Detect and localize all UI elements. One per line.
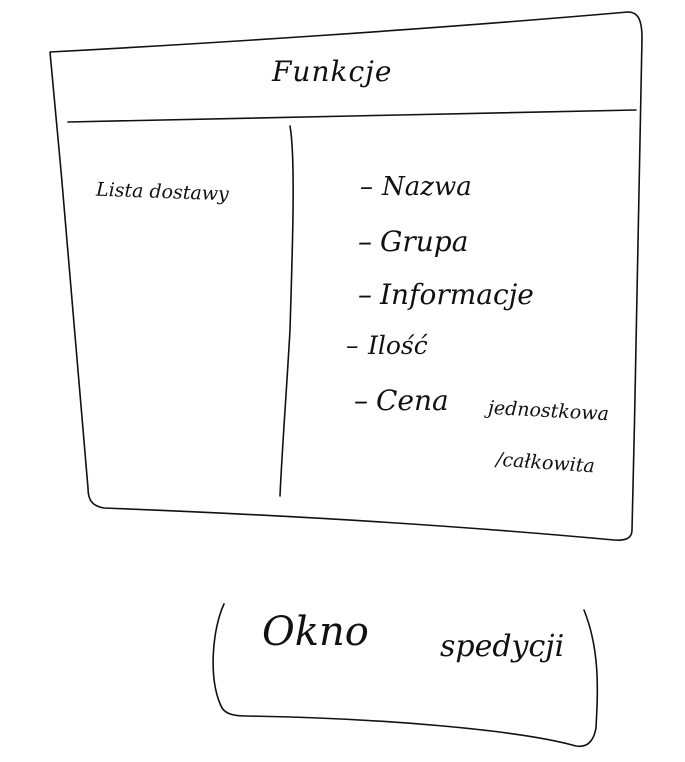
panel-title: Funkcje bbox=[272, 55, 393, 88]
field-label: Ilość bbox=[368, 331, 428, 360]
list-item: –Grupa bbox=[358, 225, 534, 278]
header-divider bbox=[67, 109, 637, 123]
field-label: Informacje bbox=[380, 278, 534, 311]
field-label: Cena bbox=[376, 384, 449, 417]
dash-bullet: – bbox=[346, 331, 359, 360]
list-item: –Informacje bbox=[358, 278, 534, 331]
field-list: –Nazwa –Grupa –Informacje –Ilość –Cena bbox=[346, 172, 534, 437]
dash-bullet: – bbox=[360, 172, 373, 202]
field-label: Grupa bbox=[380, 225, 469, 258]
bottom-box-frame bbox=[212, 603, 599, 748]
dash-bullet: – bbox=[358, 225, 372, 258]
bottom-box-word-2: spedycji bbox=[440, 629, 565, 664]
panel-frame bbox=[49, 11, 643, 541]
left-column-label: Lista dostawy bbox=[95, 178, 230, 206]
list-item: –Ilość bbox=[346, 331, 522, 384]
bottom-box-word-1: Okno bbox=[262, 609, 369, 655]
list-item: –Cena bbox=[354, 384, 530, 437]
dash-bullet: – bbox=[354, 384, 368, 417]
dash-bullet: – bbox=[358, 278, 372, 311]
column-divider bbox=[279, 125, 294, 497]
field-label: Nazwa bbox=[382, 172, 472, 202]
list-item: –Nazwa bbox=[360, 172, 536, 225]
